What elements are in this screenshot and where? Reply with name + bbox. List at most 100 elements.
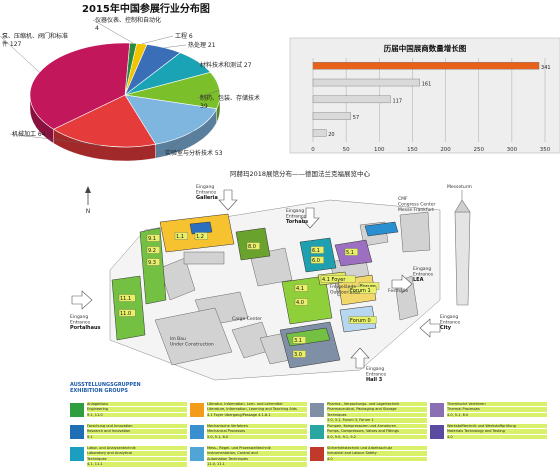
- entrance-arrows: [71, 189, 441, 369]
- hall-label-text-6: 6.1: [312, 248, 320, 254]
- legend-line-8-0: Labor- und Analysentechnik: [87, 446, 187, 451]
- map-label-eg-city-1: Entrance: [440, 320, 460, 326]
- bar-tick-3: 150: [407, 147, 418, 153]
- legend-line-0-1: Engineering: [87, 407, 187, 412]
- legend-swatch-icon: [310, 403, 324, 417]
- bar-0: [312, 62, 540, 70]
- legend-line-2-2: Techniques: [327, 412, 427, 418]
- hall-label-6: 6.1: [310, 246, 324, 254]
- bar-tick-6: 300: [507, 147, 518, 153]
- legend-swatch-icon: [430, 403, 444, 417]
- bar-title: 历届中国展商数量增长图: [384, 43, 467, 53]
- legend-line-4-0: Forschung und Innovation: [87, 424, 187, 429]
- legend-line-8-1: Laboratory and Analytical: [87, 451, 187, 456]
- pie-label-0-0: 仪器仪表、控制和自动化: [95, 16, 161, 24]
- bar-grid: [312, 58, 546, 142]
- exhibition-legend: AUSSTELLUNGSGRUPPEN EXHIBITION GROUPS An…: [70, 382, 560, 470]
- legend-line-3-0: Thermische Verfahren: [447, 402, 547, 407]
- hall-label-11: 3.1: [292, 336, 306, 344]
- map-label-eg-torhaus-bold: Torhaus: [286, 219, 308, 225]
- legend-line-6-1: Pumps, Compressors, Valves and Fittings: [327, 429, 427, 434]
- cmf-roof: [364, 221, 399, 237]
- hall-label-13: 1.2: [194, 232, 208, 240]
- arrow-hall3-icon: [350, 347, 370, 369]
- map-label-eg-lea-0: Eingang: [413, 266, 431, 272]
- legend-line-4-2: 9.1: [87, 434, 187, 440]
- legend-line-1-2: 4.1 Foyer Übergang/Passage 4.1-6.1: [207, 412, 307, 418]
- pie-leader-0: [92, 19, 134, 44]
- legend-line-10-1: Industrial and Labour Safety: [327, 451, 427, 456]
- hall-label-18: 4.1 Foyer: [320, 275, 356, 283]
- legend-line-5-0: Mechanische Verfahren: [207, 424, 307, 429]
- pie-label-4-1: 39: [200, 103, 208, 110]
- map-label-eg-city-0: Eingang: [440, 314, 458, 320]
- hall-label-text-12: 3.0: [294, 352, 302, 358]
- bar-value-2: 117: [393, 98, 403, 104]
- hall-label-text-9: 4.1: [296, 286, 304, 292]
- hall-label-text-14: 1.1: [176, 234, 184, 240]
- hall-label-text-13: 1.2: [196, 234, 204, 240]
- legend-text: Literatur, Information, Lern- und Lehrmi…: [207, 402, 307, 418]
- bar-tick-2: 100: [374, 147, 385, 153]
- pie-leader-5: [162, 130, 195, 154]
- legend-item-1: Literatur, Information, Lern- und Lehrmi…: [190, 402, 307, 418]
- hall-6: [299, 237, 337, 273]
- legend-line-6-2: 8.0, 9.0, 9.1, 9.2: [327, 434, 427, 440]
- hall-label-text-18: 4.1 Foyer: [322, 277, 346, 283]
- legend-line-7-2: 4.0: [447, 434, 547, 440]
- hall-label-9: 4.1: [294, 284, 308, 292]
- hall-label-10: 4.0: [294, 298, 308, 306]
- map-hall-labels: 9.19.29.311.111.08.06.16.05.14.14.03.13.…: [118, 232, 380, 358]
- map-label-under-construction-0: Im Bau: [170, 336, 186, 342]
- legend-swatch-icon: [70, 447, 84, 461]
- pie-label-3-0: 材料技术和测试 27: [200, 61, 252, 69]
- legend-line-8-3: 4.1, 11.1: [87, 462, 187, 467]
- pie-label-6-0: 机械加工 64: [12, 130, 46, 138]
- bar-2: [312, 95, 391, 104]
- bar-value-4: 20: [328, 132, 334, 138]
- pie-leader-4: [197, 89, 220, 99]
- map-label-cmf-1: Congress Center: [398, 202, 436, 208]
- bar-value-3: 57: [353, 115, 359, 121]
- pie-leader-7: [0, 35, 40, 73]
- hall-label-text-1: 9.2: [148, 248, 156, 254]
- hall-label-1: 9.2: [146, 246, 160, 254]
- hall-label-text-16: Forum 0: [350, 318, 371, 324]
- hall-label-text-7: 6.0: [312, 258, 320, 264]
- hall-label-5: 8.0: [246, 242, 260, 250]
- hall-label-text-17: Forum 1: [350, 288, 371, 294]
- hall-label-text-10: 4.0: [296, 300, 304, 306]
- map-label-cmf-2: Messe Frankfurt: [398, 207, 434, 213]
- arrow-portalhaus-icon: [71, 290, 93, 310]
- pie-leader-2: [164, 44, 187, 48]
- legend-swatch-icon: [430, 425, 444, 439]
- map-label-eg-hall3-1: Entrance: [366, 372, 386, 378]
- legend-swatch-icon: [70, 425, 84, 439]
- legend-line-5-1: Mechanical Processes: [207, 429, 307, 434]
- legend-line-1-0: Literatur, Information, Lern- und Lehrmi…: [207, 402, 307, 407]
- bar-plot-frame: [289, 37, 560, 154]
- hall-label-text-0: 9.1: [148, 236, 156, 242]
- hall-label-text-2: 9.3: [148, 260, 156, 266]
- map-label-eg-lea-bold: LEA: [413, 277, 424, 283]
- legend-title-de: AUSSTELLUNGSGRUPPEN: [70, 382, 141, 388]
- hall-label-4: 11.0: [118, 309, 136, 317]
- hall-3: [279, 321, 341, 369]
- map-label-eg-portalhaus-bold: Portalhaus: [70, 325, 101, 331]
- hall-label-12: 3.0: [292, 350, 306, 358]
- hall-label-7: 6.0: [310, 256, 324, 264]
